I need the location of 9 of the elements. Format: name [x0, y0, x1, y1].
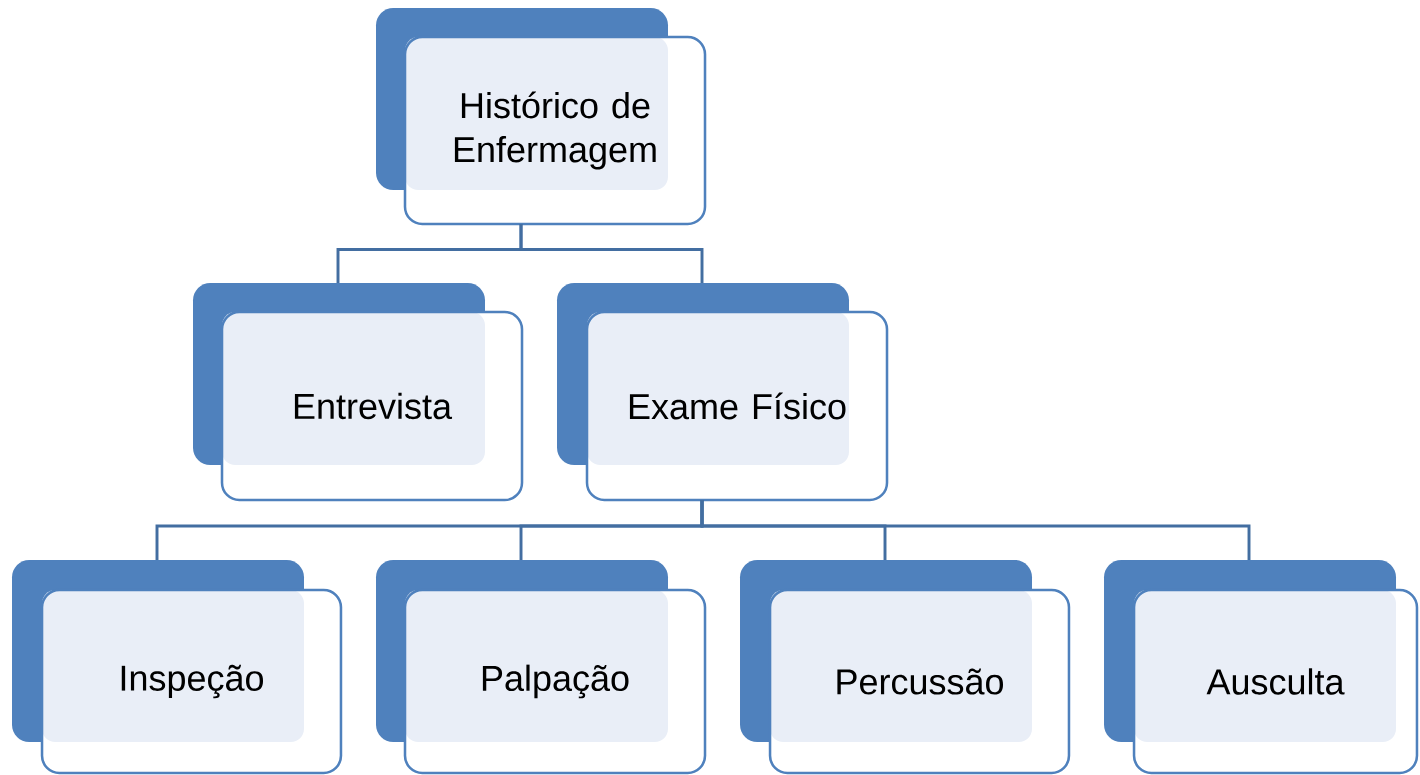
process-box: Entrevista	[193, 283, 524, 502]
process-box: Ausculta	[1104, 560, 1419, 775]
connector	[519, 224, 704, 283]
process-box: Exame Físico	[557, 283, 889, 502]
process-box: Palpação	[376, 560, 707, 775]
process-box: Percussão	[740, 560, 1071, 775]
connector	[700, 500, 1251, 560]
process-box: Histórico de Enfermagem	[376, 8, 707, 226]
process-box: Inspeção	[12, 560, 343, 775]
